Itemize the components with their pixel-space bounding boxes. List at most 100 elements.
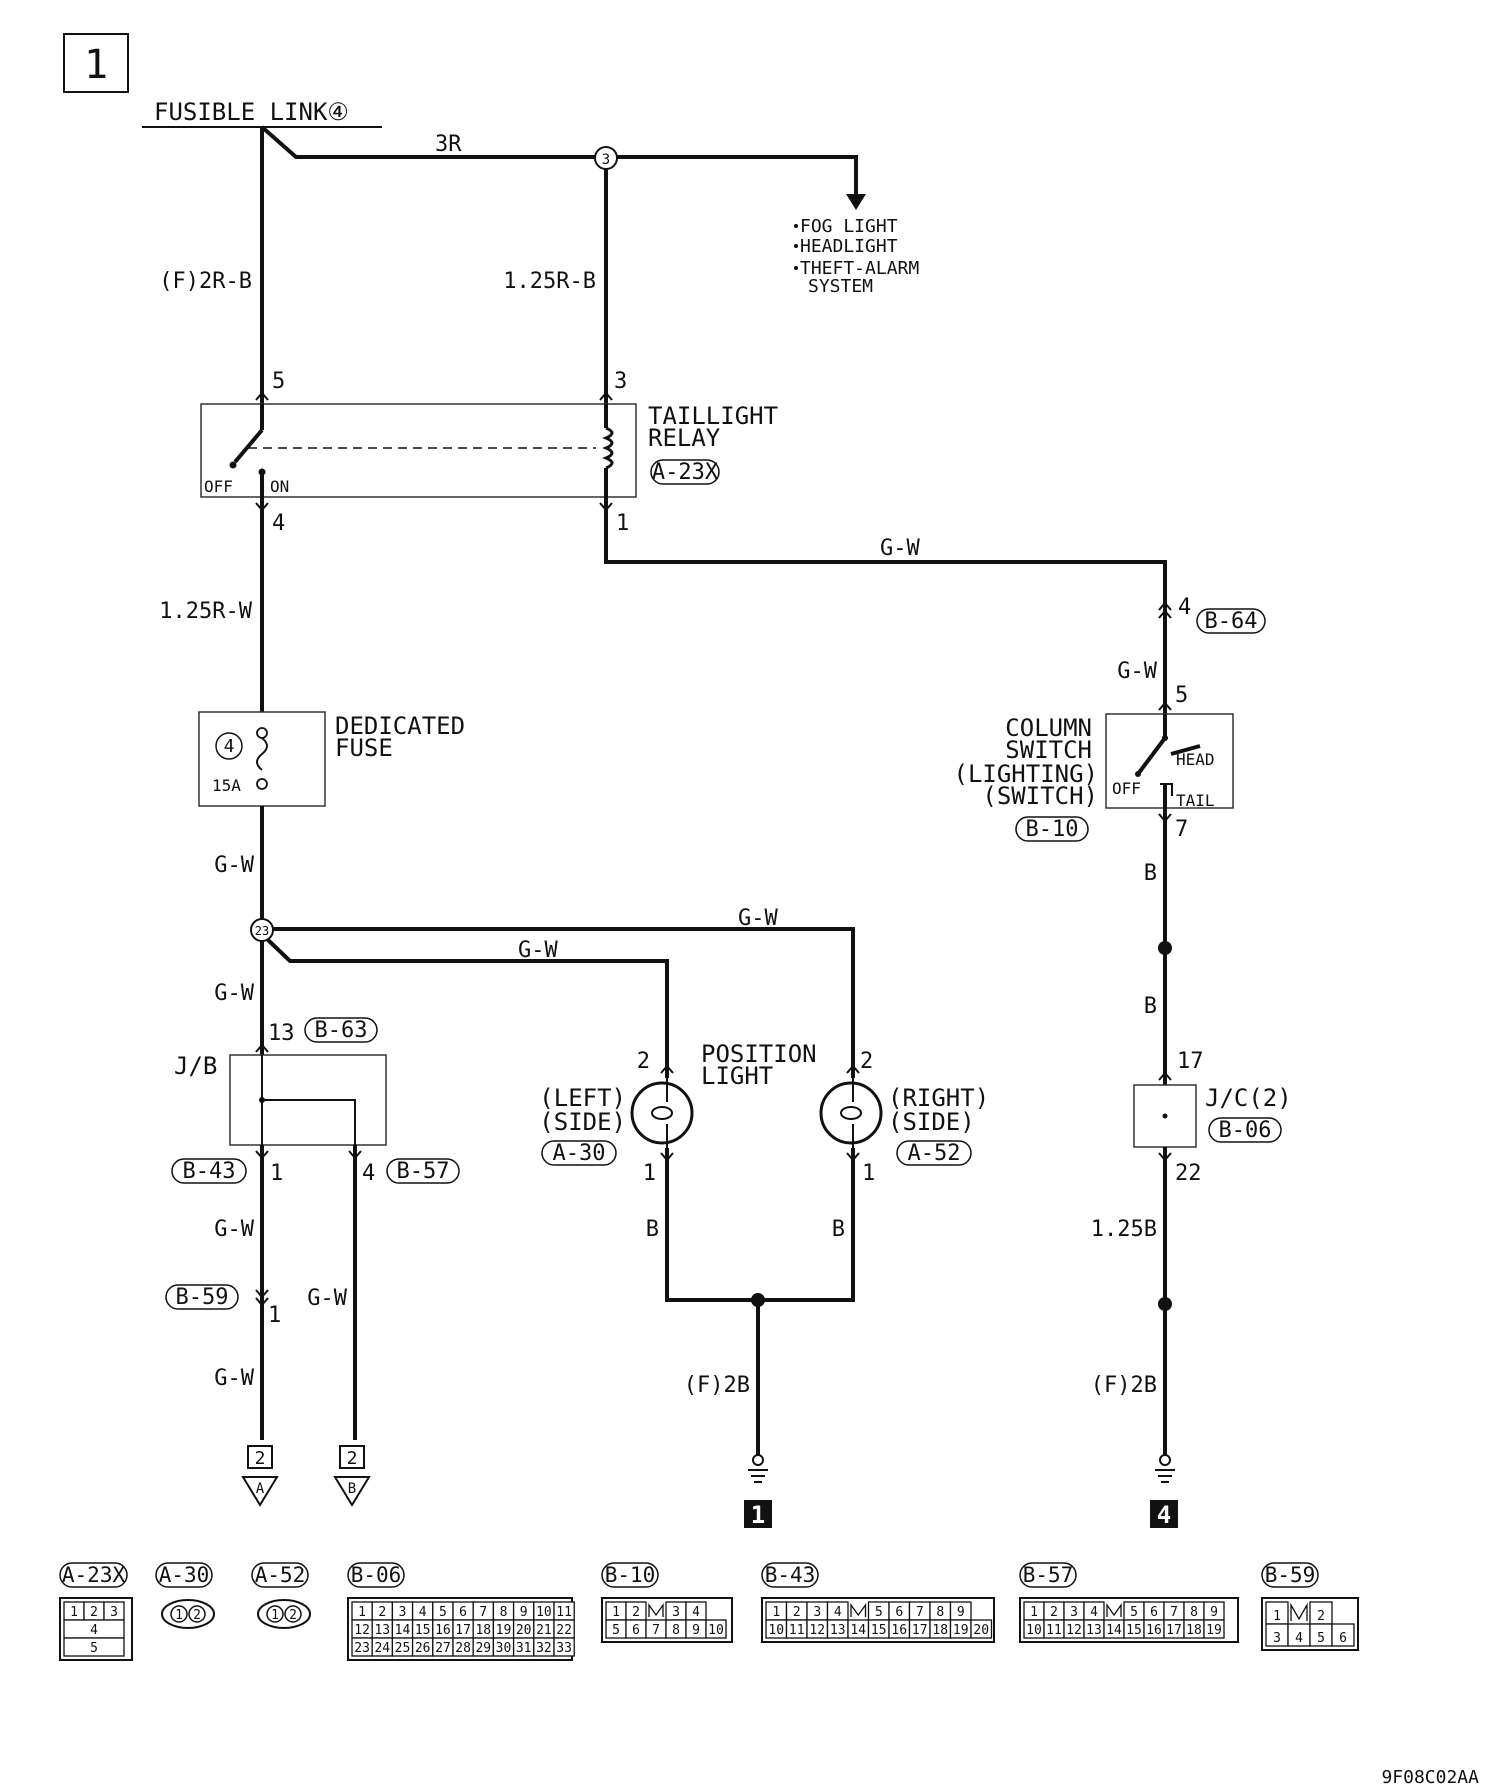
connector-tag — [1261, 1562, 1319, 1588]
connector-pin-label: 13 — [374, 1623, 390, 1638]
switch-name-4: (SWITCH) — [982, 782, 1098, 810]
connector-pin — [1331, 1623, 1355, 1647]
pin-arrow-icon — [255, 1043, 269, 1053]
connector-pin-label: 13 — [830, 1623, 846, 1638]
right-light-pin-2: 2 — [860, 1049, 873, 1074]
jc-connector: B-06 — [1219, 1118, 1272, 1143]
connector-pin-label: 1 — [1273, 1609, 1281, 1624]
offpage-left-letter: A — [256, 1481, 265, 1497]
connector-pin-label: 11 — [556, 1605, 572, 1620]
wire-3r — [260, 125, 603, 159]
connector-tag — [304, 1017, 378, 1043]
wire-left-light-feed-label: G-W — [518, 938, 558, 963]
connector-tag — [171, 1158, 247, 1184]
connector-tag — [896, 1140, 972, 1166]
connector-pin-label: 18 — [932, 1623, 948, 1638]
connector-pin-label: 32 — [536, 1641, 552, 1656]
jb-out-left-connector: B-43 — [183, 1159, 236, 1184]
connector-pin-label: 16 — [891, 1623, 907, 1638]
connector-pin-label: 5 — [875, 1605, 883, 1620]
connector-pin-label: 4 — [90, 1623, 98, 1638]
connector-tag — [1208, 1117, 1282, 1143]
connector-key-icon — [1106, 1602, 1122, 1617]
connector-pin-label: 2 — [193, 1608, 201, 1623]
connector-pin-label: 4 — [1295, 1631, 1303, 1646]
connector-pin-label: 20 — [973, 1623, 989, 1638]
connector-pin-label: 2 — [632, 1605, 640, 1620]
wire-right-light-feed-label: G-W — [738, 906, 778, 931]
right-position-lamp-icon — [819, 1081, 883, 1145]
connector-pin-label: 20 — [516, 1623, 532, 1638]
connector-pin-label: 15 — [1126, 1623, 1142, 1638]
connector-pin-label: 2 — [1317, 1609, 1325, 1624]
connector-pin-label: 7 — [652, 1623, 660, 1638]
relay-name-1: TAILLIGHT — [648, 402, 778, 430]
fuse-element-icon — [256, 737, 268, 771]
wire-3r-label: 3R — [435, 132, 462, 157]
connector-pin-label: 7 — [1170, 1605, 1178, 1620]
wire-fuse-out-label: G-W — [214, 853, 254, 878]
offpage-left-page: 2 — [255, 1448, 266, 1469]
connector-pin-label: 1 — [772, 1605, 780, 1620]
fuse-number: 4 — [224, 736, 235, 757]
left-position-lamp-icon — [630, 1081, 694, 1145]
fuse-terminal — [256, 778, 268, 790]
ground-number-box — [744, 1500, 772, 1528]
round-connector-shell — [161, 1599, 215, 1629]
ground-number-box — [1150, 1500, 1178, 1528]
connector-pin-label: 3 — [110, 1605, 118, 1620]
bullet-icon — [794, 224, 798, 228]
jb-internal — [262, 1099, 356, 1145]
wire-lights-ground — [665, 1148, 855, 1302]
jb-name: J/B — [174, 1052, 217, 1080]
offpage-triangle-left-icon — [241, 1476, 279, 1507]
connector-tag — [601, 1562, 659, 1588]
ground-terminal — [752, 1454, 764, 1466]
jb-pin-13: 13 — [268, 1021, 295, 1046]
connector-tag — [650, 459, 720, 485]
connector-pin-label: 4 — [419, 1605, 427, 1620]
connector-pin-label: 12 — [354, 1623, 370, 1638]
connector-view-label: A-30 — [159, 1563, 210, 1587]
connector-pin-label: 15 — [871, 1623, 887, 1638]
connector-view-label: B-59 — [1265, 1563, 1316, 1587]
page-number: 1 — [84, 42, 108, 88]
wire-jb-in-label: G-W — [214, 981, 254, 1006]
connector-pin-label: 3 — [1273, 1631, 1281, 1646]
connector-pin-label: 24 — [374, 1641, 390, 1656]
connector-pin — [266, 1605, 284, 1623]
figure-code: 9F08C02AA — [1381, 1767, 1479, 1788]
connector-tag — [541, 1140, 617, 1166]
fusible-link-label: FUSIBLE LINK④ — [154, 98, 349, 126]
wire-relay-feed-left-label: (F)2R-B — [159, 269, 252, 294]
right-light-connector: A-52 — [908, 1141, 961, 1166]
switch-pin-5: 5 — [1175, 683, 1188, 708]
connector-view-label: A-23X — [62, 1563, 126, 1587]
switch-tail-label: TAIL — [1176, 791, 1215, 810]
connector-pin-label: 8 — [500, 1605, 508, 1620]
connector-pin-label: 33 — [556, 1641, 572, 1656]
ground-icon — [1155, 1469, 1175, 1483]
wire-switch-out-1-label: B — [1144, 861, 1157, 886]
connector-pin-label: 12 — [809, 1623, 825, 1638]
splice-point — [1158, 941, 1172, 955]
offpage-triangle-right-icon — [333, 1476, 371, 1507]
wire-jb-out-right-label: G-W — [307, 1286, 347, 1311]
fuse-name-2: FUSE — [335, 734, 393, 762]
connector-tag — [1196, 608, 1266, 634]
wire-right-light-feed — [273, 927, 855, 1078]
connector-pin-label: 27 — [435, 1641, 451, 1656]
connector-pin — [705, 1619, 727, 1639]
junction-23-label: 23 — [255, 924, 269, 938]
ground-icon — [748, 1469, 768, 1483]
switch-name-1: COLUMN — [1005, 714, 1092, 742]
connector-pin-label: 8 — [936, 1605, 944, 1620]
connector-tag — [59, 1562, 128, 1588]
connector-pin-label: 18 — [1186, 1623, 1202, 1638]
relay-name-2: RELAY — [648, 424, 721, 452]
